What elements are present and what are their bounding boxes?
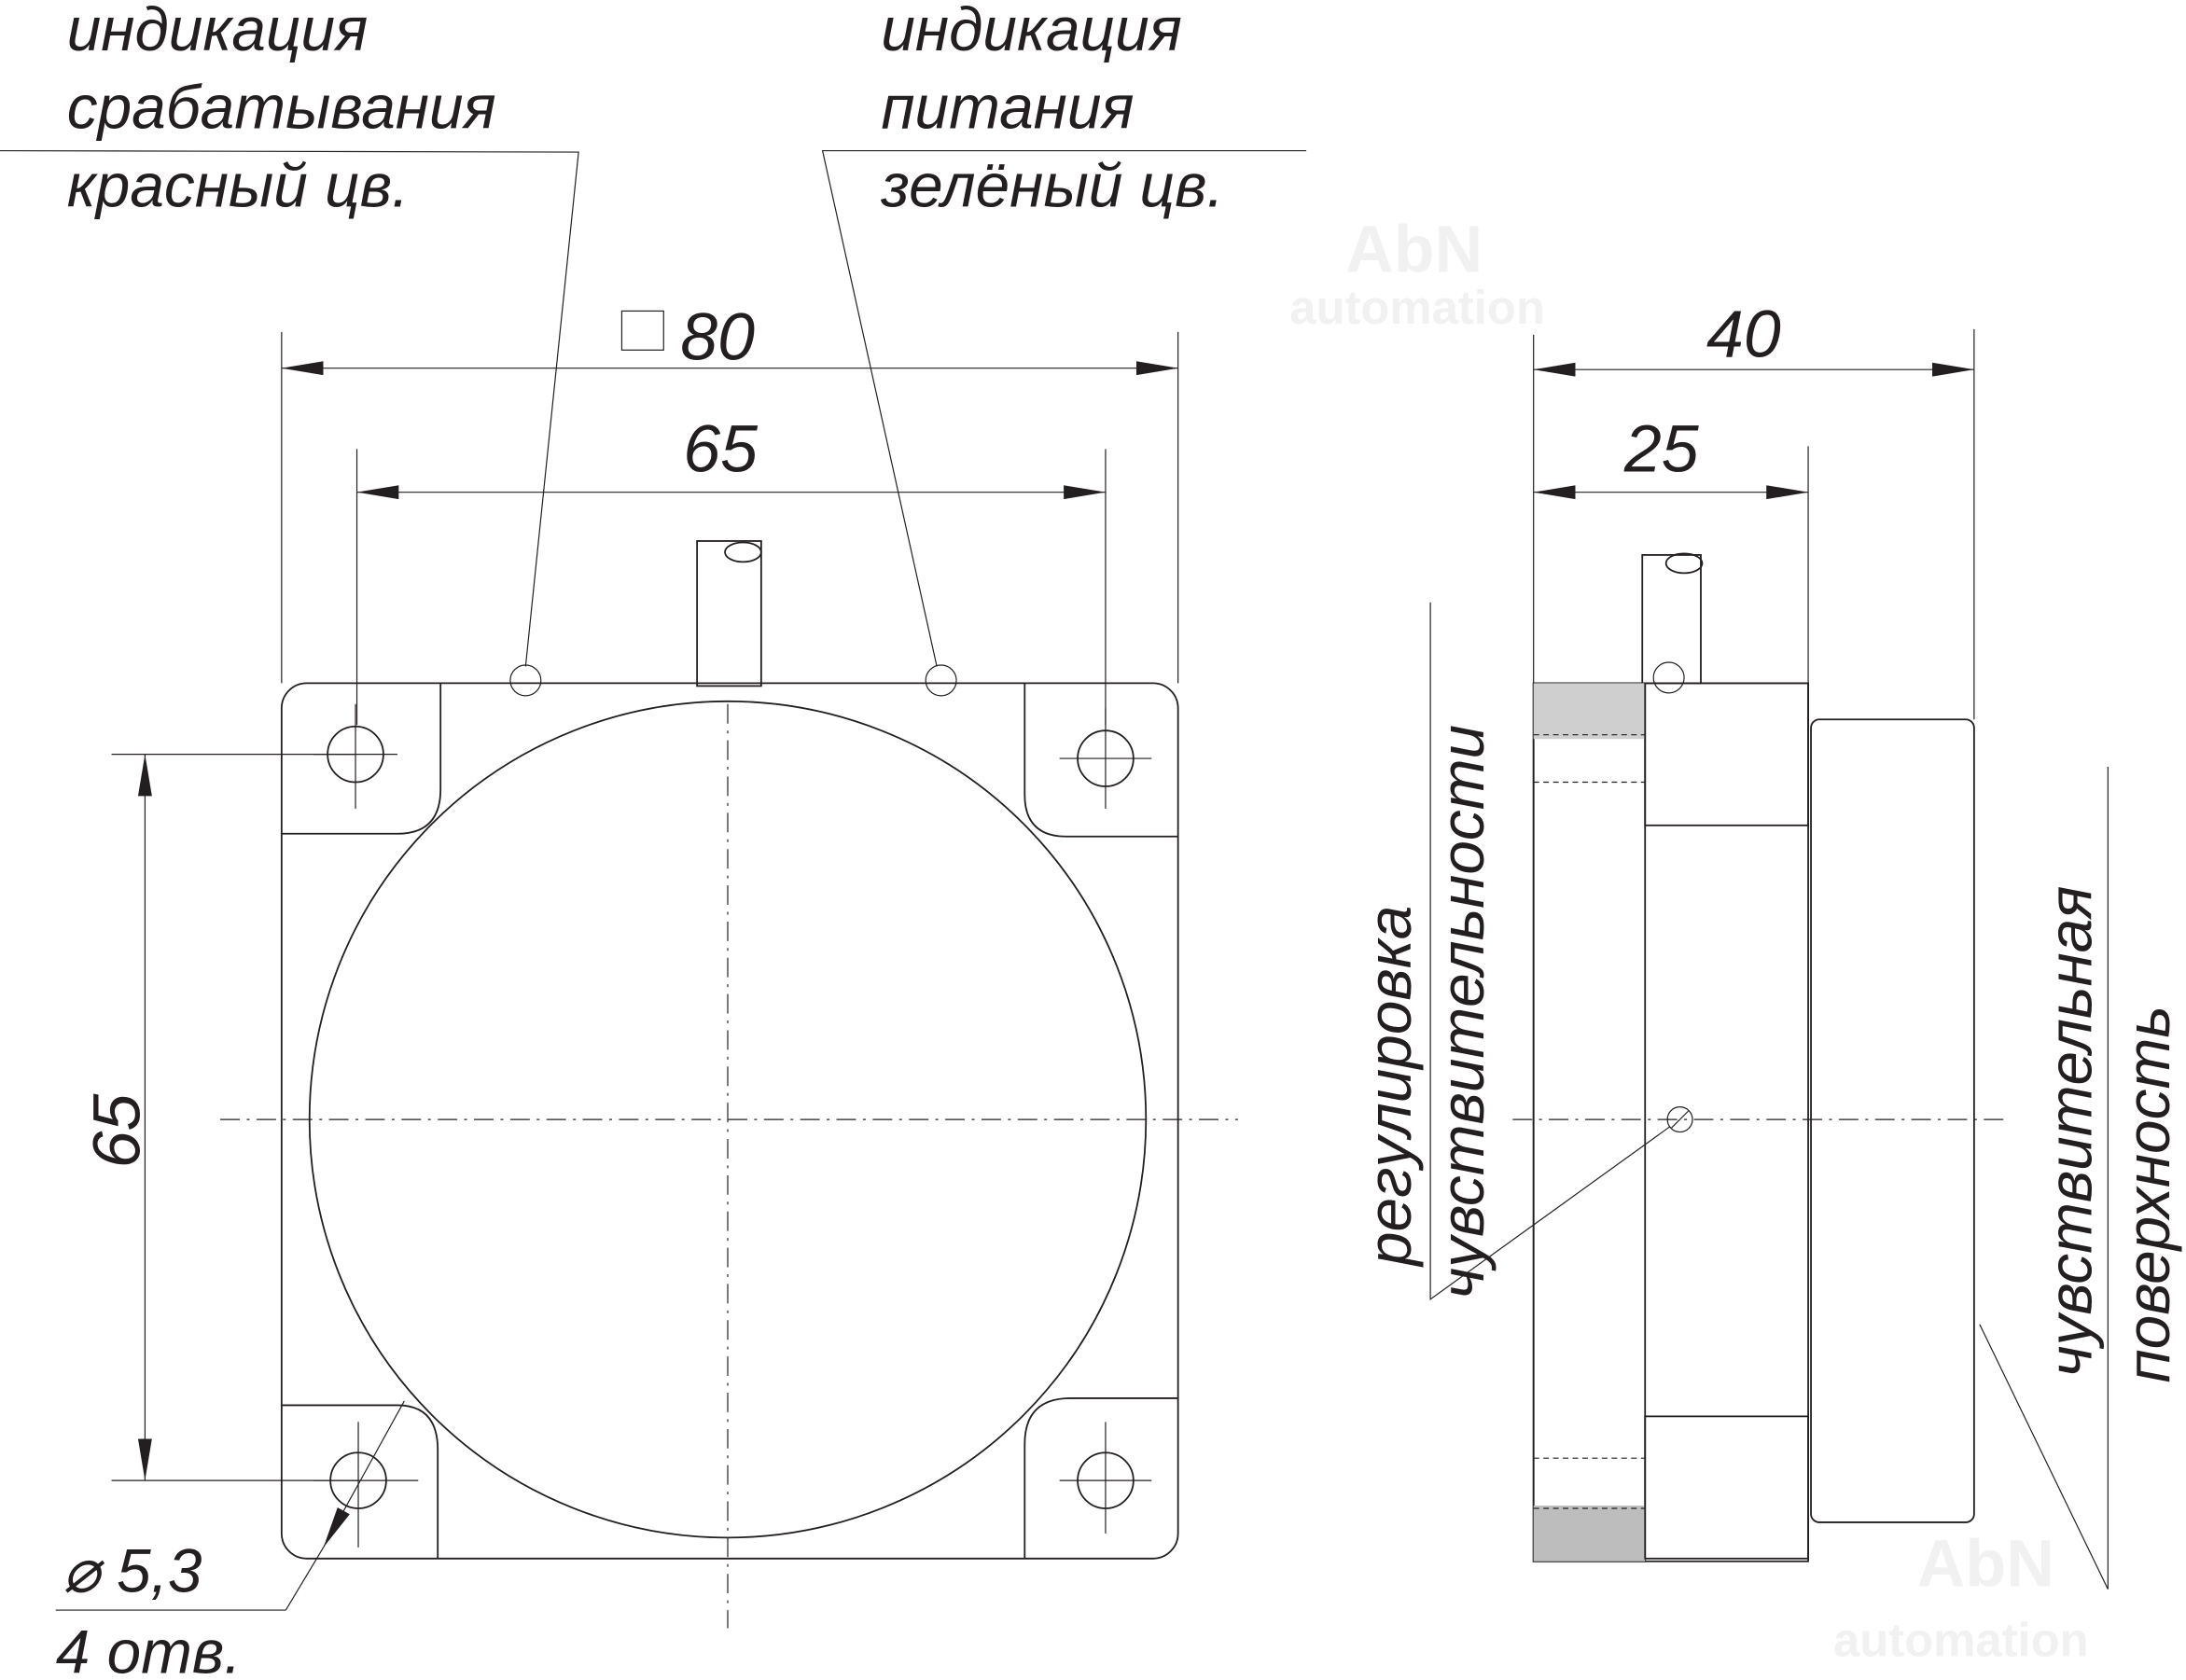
hole-diameter-label: ⌀ 5,3 <box>63 1536 202 1605</box>
watermark-brand: AbN <box>1345 213 1483 287</box>
cable <box>696 540 762 687</box>
dim-40: 40 <box>1706 298 1781 372</box>
trigger-indication-line: срабатывания <box>67 73 496 142</box>
watermark-sub: automation <box>1833 1613 2089 1666</box>
led-red-side-icon <box>1652 661 1685 694</box>
led-red-icon <box>509 664 542 697</box>
trigger-indication-line: индикация <box>67 0 368 63</box>
led-callouts: индикация срабатывания красный цв. индик… <box>0 0 1307 667</box>
adjust-screw-icon <box>1666 1106 1693 1133</box>
side-dimensions: 40 25 регулировка чувствительности чувст… <box>1355 298 2182 1590</box>
side-body <box>1532 682 1809 1562</box>
side-view <box>1512 552 2008 1562</box>
power-indication-line: питания <box>881 73 1134 142</box>
square-symbol-icon <box>620 310 664 351</box>
bottom-tab <box>1644 1415 1809 1560</box>
dim-65-h: 65 <box>683 411 759 486</box>
cable-side <box>1641 554 1702 685</box>
front-dimensions: 80 65 65 ⌀ 5,3 4 отв. <box>55 300 1179 1680</box>
front-view <box>220 540 1238 1629</box>
led-green-icon <box>925 664 957 697</box>
sensitivity-adjust-line: чувствительности <box>1427 725 1497 1299</box>
sensor-body <box>280 682 1179 1560</box>
dim-65-v: 65 <box>79 1093 154 1169</box>
sensing-face <box>1810 718 1975 1523</box>
power-indication-line: индикация <box>881 0 1181 63</box>
cable-end <box>724 541 762 563</box>
dim-80: 80 <box>680 300 755 375</box>
watermark-brand: AbN <box>1917 1527 2054 1602</box>
watermark-sub: automation <box>1289 281 1545 334</box>
dim-25: 25 <box>1623 411 1700 486</box>
power-indication-line: зелёный цв. <box>880 150 1223 219</box>
trigger-indication-line: красный цв. <box>67 150 410 219</box>
hole-count-label: 4 отв. <box>56 1617 242 1680</box>
sensitivity-adjust-line: регулировка <box>1355 906 1424 1268</box>
watermark: AbN automation AbN automation <box>1289 213 2088 1667</box>
sensitive-surface-line: чувствительная <box>2035 886 2104 1378</box>
sensitive-surface-line: поверхность <box>2113 1006 2182 1382</box>
top-tab <box>1644 682 1809 826</box>
